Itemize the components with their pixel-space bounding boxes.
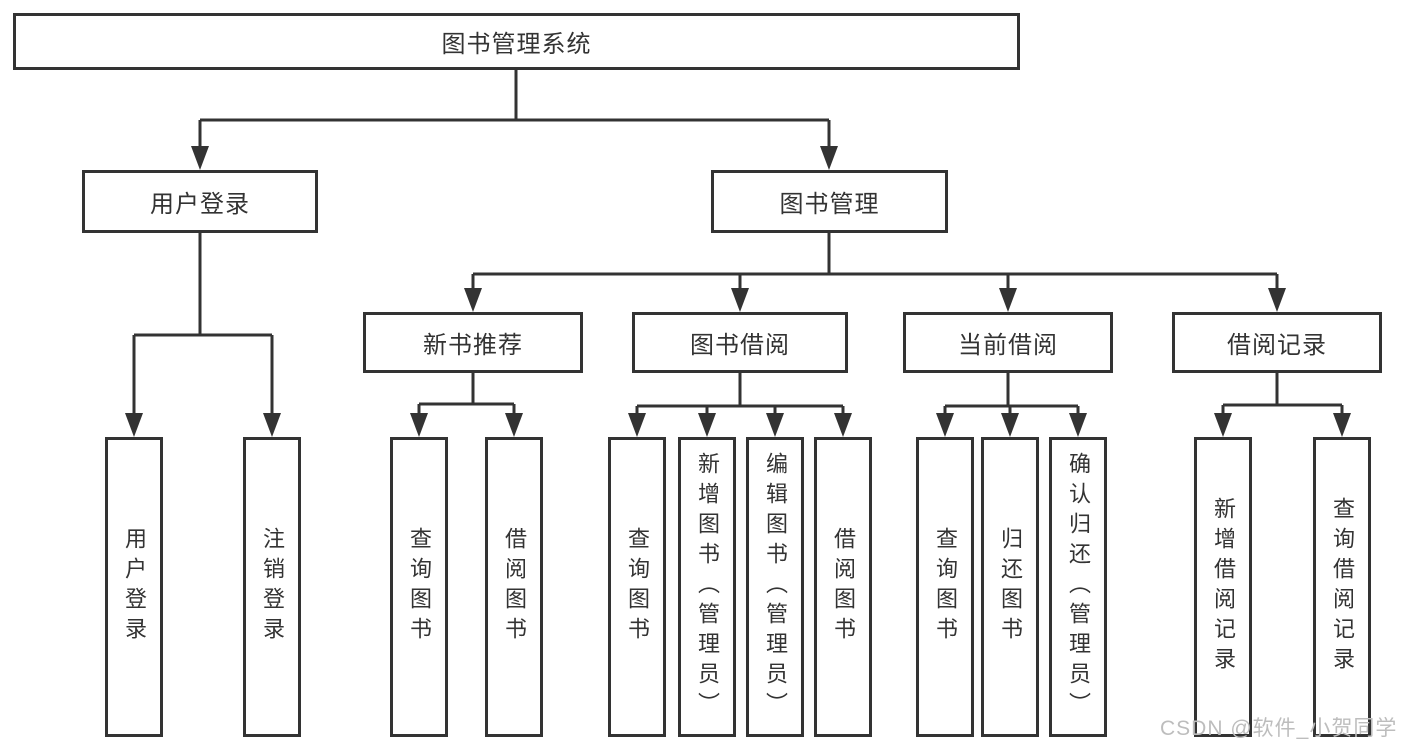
node-borrow-records: 借阅记录 xyxy=(1172,312,1382,373)
leaf-label: 注销登录 xyxy=(260,527,285,647)
leaf-label: 编辑图书（管理员） xyxy=(763,452,788,722)
leaf-label: 归还图书 xyxy=(998,527,1023,647)
leaf-borrow-add-book-admin: 新增图书（管理员） xyxy=(678,437,736,737)
leaf-borrow-query-book: 查询图书 xyxy=(608,437,666,737)
leaf-records-add-record: 新增借阅记录 xyxy=(1194,437,1252,737)
leaf-current-return-book: 归还图书 xyxy=(981,437,1039,737)
node-book-management-branch: 图书管理 xyxy=(711,170,948,233)
leaf-label: 查询图书 xyxy=(407,527,432,647)
leaf-label: 新增借阅记录 xyxy=(1211,497,1236,677)
leaf-label: 新增图书（管理员） xyxy=(695,452,720,722)
leaf-user-login: 用户登录 xyxy=(105,437,163,737)
csdn-watermark: CSDN @软件_小贺同学 xyxy=(1160,717,1398,740)
node-root-system: 图书管理系统 xyxy=(13,13,1020,70)
node-book-borrow: 图书借阅 xyxy=(632,312,848,373)
leaf-label: 确认归还（管理员） xyxy=(1066,452,1091,722)
node-user-login-branch: 用户登录 xyxy=(82,170,318,233)
leaf-recommend-borrow-book: 借阅图书 xyxy=(485,437,543,737)
leaf-borrow-borrow-book: 借阅图书 xyxy=(814,437,872,737)
leaf-label: 查询借阅记录 xyxy=(1330,497,1355,677)
leaf-label: 借阅图书 xyxy=(502,527,527,647)
leaf-label: 查询图书 xyxy=(625,527,650,647)
leaf-label: 借阅图书 xyxy=(831,527,856,647)
leaf-records-query-record: 查询借阅记录 xyxy=(1313,437,1371,737)
leaf-current-confirm-return-admin: 确认归还（管理员） xyxy=(1049,437,1107,737)
leaf-label: 查询图书 xyxy=(933,527,958,647)
node-new-book-recommend: 新书推荐 xyxy=(363,312,583,373)
leaf-logout: 注销登录 xyxy=(243,437,301,737)
leaf-recommend-query-book: 查询图书 xyxy=(390,437,448,737)
leaf-borrow-edit-book-admin: 编辑图书（管理员） xyxy=(746,437,804,737)
leaf-current-query-book: 查询图书 xyxy=(916,437,974,737)
node-current-borrow: 当前借阅 xyxy=(903,312,1113,373)
leaf-label: 用户登录 xyxy=(122,527,147,647)
